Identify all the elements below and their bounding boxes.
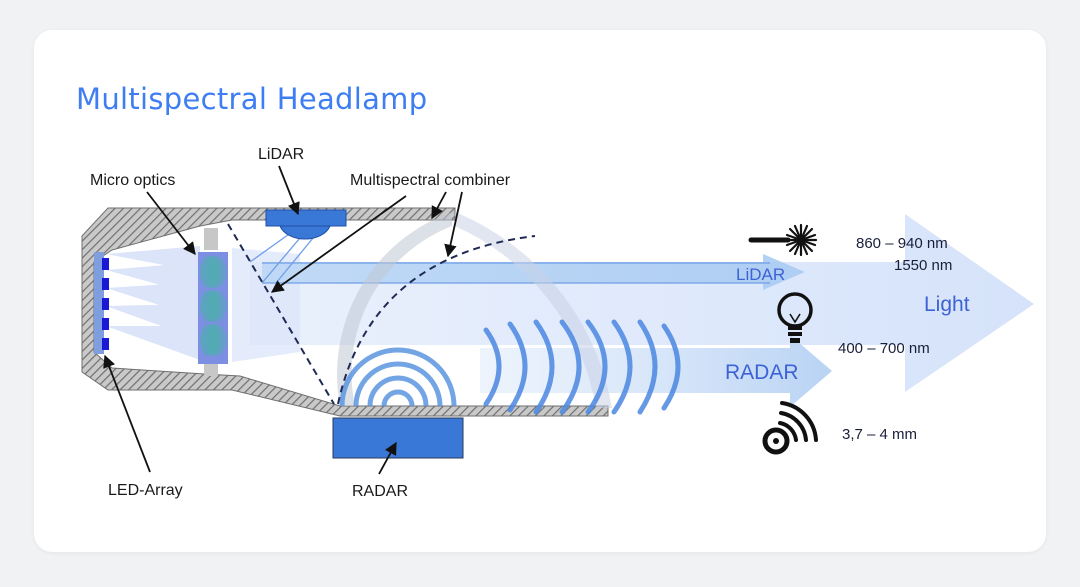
label-multispectral-combiner: Multispectral combiner <box>350 172 511 189</box>
cover-lens <box>337 212 452 406</box>
leader-arrows <box>103 165 463 475</box>
laser-burst-icon <box>748 223 818 257</box>
beam-label-light: Light <box>924 293 970 316</box>
radar-wavefronts <box>483 319 681 415</box>
diagram-title: Multispectral Headlamp <box>76 82 428 116</box>
spec-visible-range: 400 – 700 nm <box>838 340 930 357</box>
led-array <box>94 252 109 354</box>
beam-label-lidar: LiDAR <box>736 265 785 284</box>
label-micro-optics: Micro optics <box>90 172 175 189</box>
micro-optics <box>198 228 228 376</box>
light-beam <box>250 214 1034 392</box>
lidar-emitter-rays <box>249 231 319 284</box>
radar-source-waves <box>339 347 457 407</box>
lidar-module <box>265 209 347 240</box>
spec-radar-range: 3,7 – 4 mm <box>842 426 917 443</box>
label-led-array: LED-Array <box>108 482 183 499</box>
beam-label-radar: RADAR <box>725 361 799 384</box>
light-bulb-icon <box>777 292 813 343</box>
radar-waves-icon <box>762 401 818 455</box>
radar-module <box>332 417 464 459</box>
spec-laser-range: 860 – 940 nm <box>856 235 948 252</box>
spec-laser-1550: 1550 nm <box>894 257 952 274</box>
multispectral-combiner <box>227 223 536 405</box>
headlamp-housing <box>81 207 609 417</box>
label-radar: RADAR <box>352 483 408 500</box>
label-lidar: LiDAR <box>258 146 304 163</box>
